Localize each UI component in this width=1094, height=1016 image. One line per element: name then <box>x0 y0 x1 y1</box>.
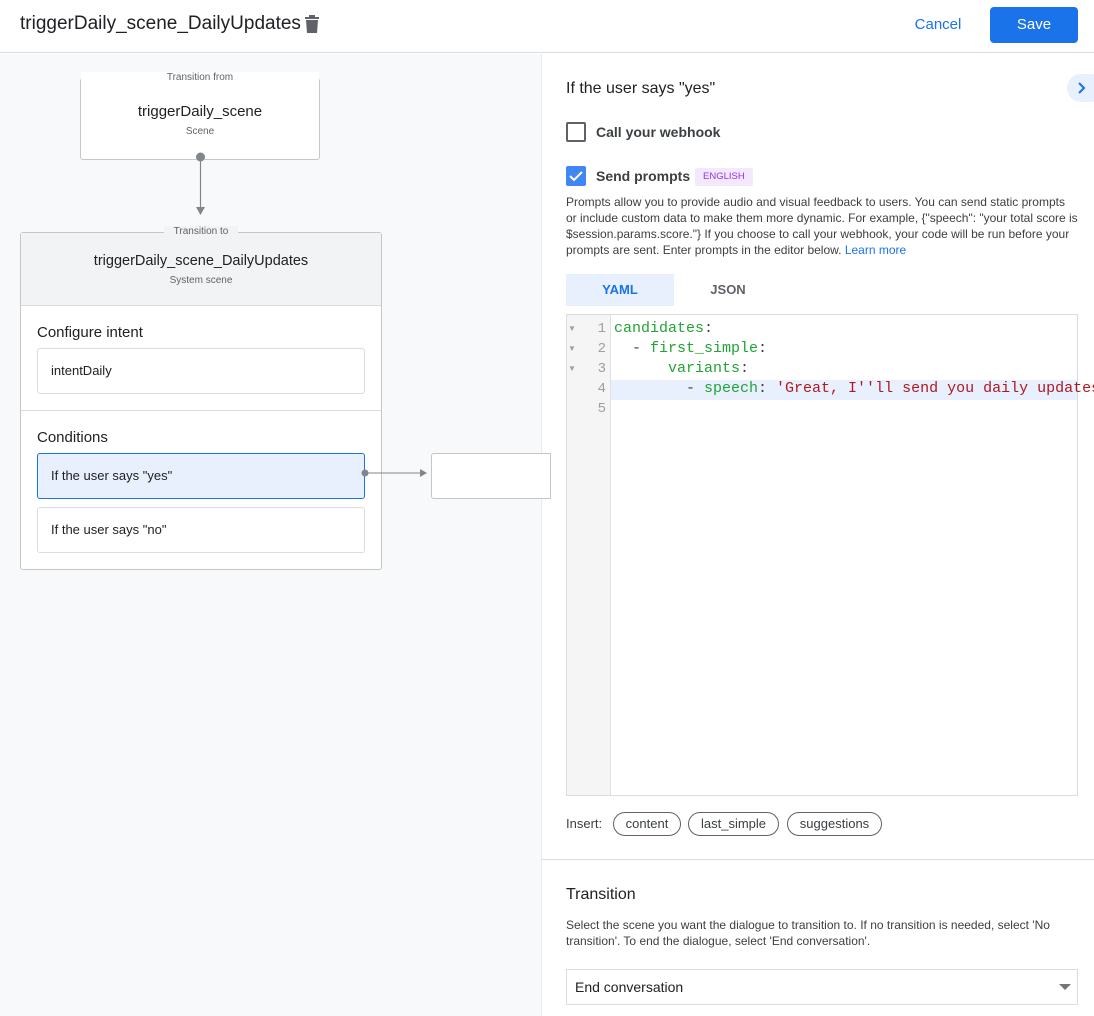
divider <box>542 859 1094 860</box>
tab-json[interactable]: JSON <box>710 282 746 297</box>
from-scene-name: triggerDaily_scene <box>137 103 263 120</box>
panel-heading: If the user says "yes" <box>566 80 716 97</box>
fold-toggle-icon[interactable]: ▼ <box>568 364 576 373</box>
condition-yes[interactable]: If the user says "yes" <box>37 453 365 499</box>
transition-from-node[interactable]: Transition from triggerDaily_scene Scene <box>80 72 320 160</box>
condition-no[interactable]: If the user says "no" <box>37 507 365 553</box>
cancel-button[interactable]: Cancel <box>914 16 962 33</box>
language-badge: ENGLISH <box>695 168 753 186</box>
insert-chip-suggestions[interactable]: suggestions <box>787 812 882 836</box>
page-title: triggerDaily_scene_DailyUpdates <box>20 13 301 34</box>
collapse-panel-button[interactable] <box>1067 74 1094 102</box>
insert-chip-content[interactable]: content <box>613 812 681 836</box>
top-bar: triggerDaily_scene_DailyUpdates Cancel S… <box>0 0 1094 53</box>
transition-select[interactable]: End conversation <box>566 969 1078 1005</box>
line-number: 4 <box>597 381 606 397</box>
target-node[interactable] <box>431 453 551 499</box>
code-line: variants: <box>668 360 750 377</box>
insert-label: Insert: <box>566 816 603 831</box>
transition-description: Select the scene you want the dialogue t… <box>566 918 1050 948</box>
line-number: 5 <box>597 401 606 417</box>
tab-yaml[interactable]: YAML <box>566 274 674 306</box>
chevron-right-icon <box>1078 82 1086 94</box>
transition-title: Transition <box>566 886 636 903</box>
fold-toggle-icon[interactable]: ▼ <box>568 324 576 333</box>
transition-selected-value: End conversation <box>575 979 684 995</box>
prompts-label: Send prompts <box>596 168 691 184</box>
check-icon <box>569 171 583 182</box>
learn-more-link[interactable]: Learn more <box>844 243 907 257</box>
trash-icon[interactable] <box>303 14 321 34</box>
configure-intent-label: Configure intent <box>37 324 143 341</box>
insert-chip-last-simple[interactable]: last_simple <box>688 812 779 836</box>
code-editor[interactable] <box>566 314 1078 796</box>
to-scene-name: triggerDaily_scene_DailyUpdates <box>93 253 309 269</box>
transition-to-legend: Transition to <box>163 226 239 237</box>
webhook-label: Call your webhook <box>596 124 721 140</box>
conditions-label: Conditions <box>37 429 108 446</box>
code-line: - first_simple: <box>614 340 768 357</box>
line-number: 3 <box>597 361 606 377</box>
condition-connector <box>361 469 427 477</box>
code-line: - speech: 'Great, I''ll send you daily u… <box>614 380 1094 397</box>
line-number: 2 <box>597 341 606 357</box>
prompts-description: Prompts allow you to provide audio and v… <box>566 195 1078 257</box>
flow-canvas: Transition from triggerDaily_scene Scene… <box>0 54 551 1016</box>
webhook-checkbox[interactable] <box>566 122 586 142</box>
line-number: 1 <box>597 321 606 337</box>
transition-to-node: Transition to triggerDaily_scene_DailyUp… <box>20 226 382 570</box>
intent-field[interactable]: intentDaily <box>37 348 365 394</box>
connector-arrow <box>196 152 205 215</box>
code-line: candidates: <box>614 320 714 337</box>
save-button[interactable]: Save <box>990 7 1078 43</box>
from-scene-type: Scene <box>185 126 215 137</box>
to-scene-type: System scene <box>169 275 233 286</box>
prompts-checkbox[interactable] <box>566 166 586 186</box>
dropdown-arrow-icon <box>1059 984 1071 990</box>
fold-toggle-icon[interactable]: ▼ <box>568 344 576 353</box>
transition-from-legend: Transition from <box>156 72 244 83</box>
